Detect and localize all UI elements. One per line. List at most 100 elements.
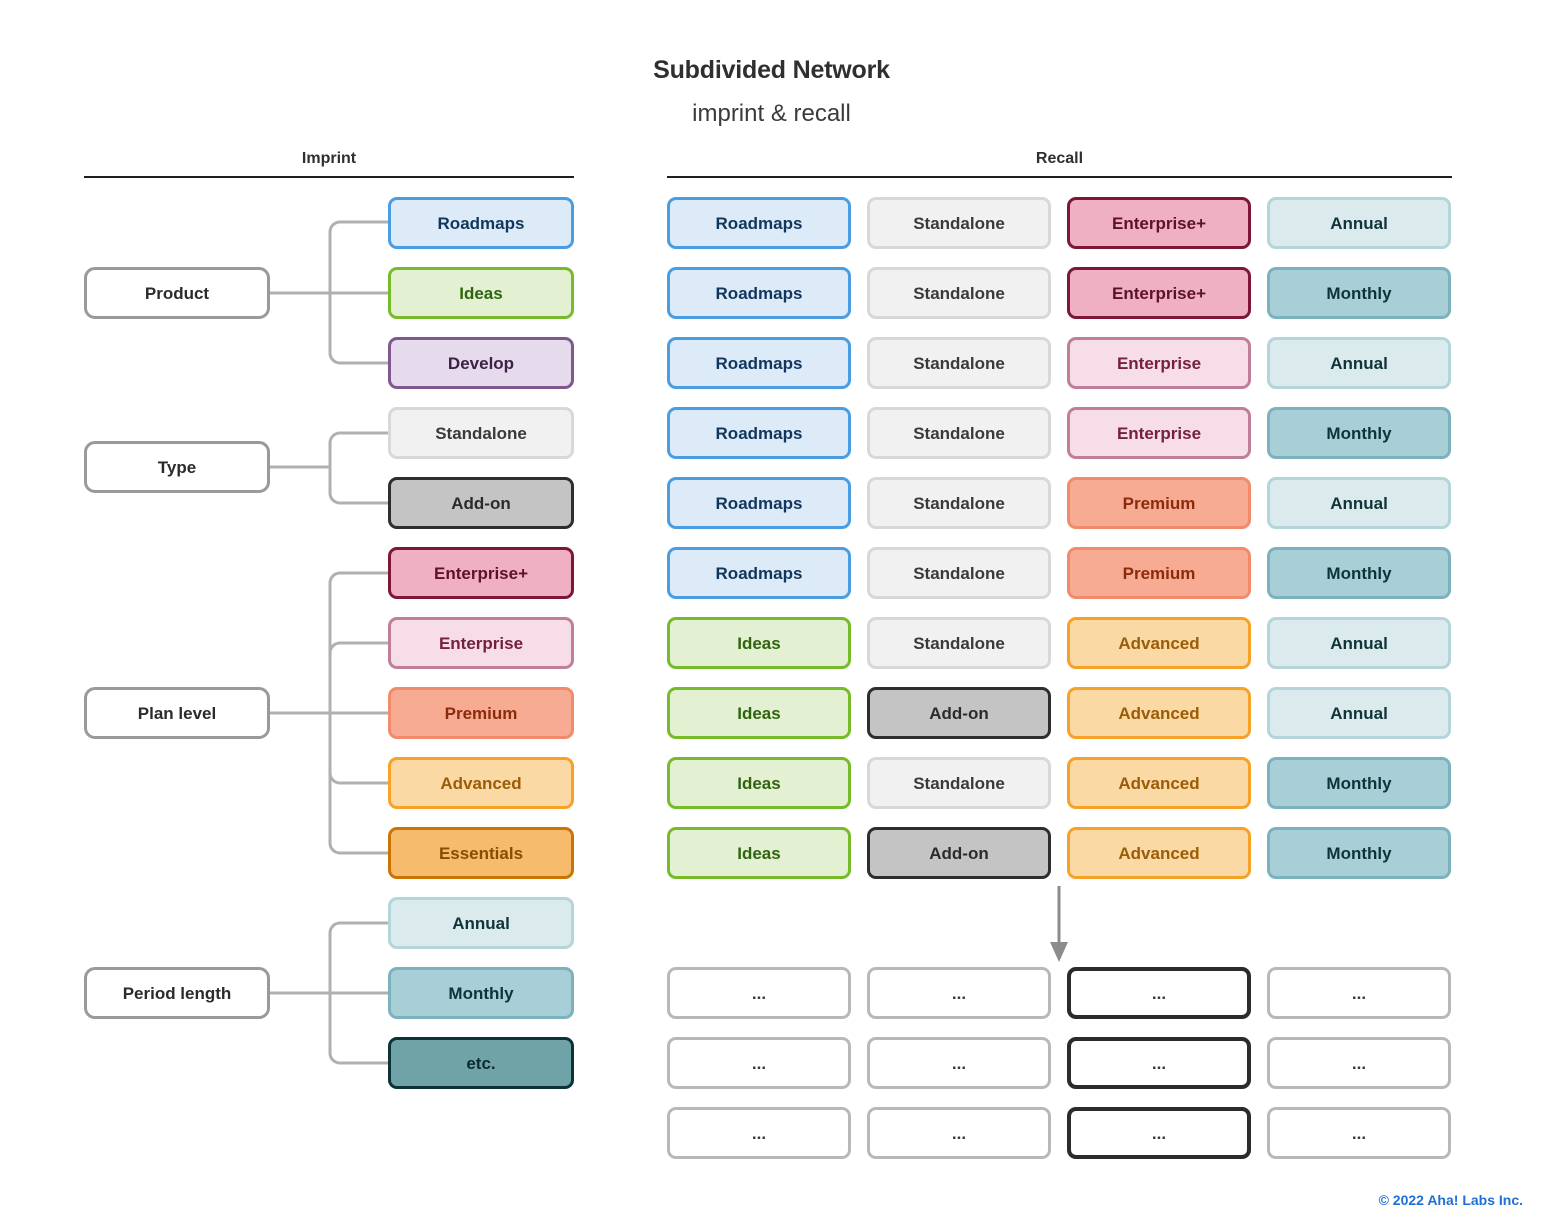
chip-label: Ideas: [459, 283, 503, 303]
placeholder-row-cell[interactable]: ...: [667, 1107, 851, 1159]
chip-label: Premium: [444, 703, 518, 723]
recall-row-cell[interactable]: Enterprise+: [1067, 197, 1251, 249]
recall-row-cell[interactable]: Advanced: [1067, 827, 1251, 879]
imprint-chip-add-on[interactable]: Add-on: [388, 477, 574, 529]
placeholder-row-cell[interactable]: ...: [1267, 1037, 1451, 1089]
placeholder-row-cell[interactable]: ...: [1067, 1037, 1251, 1089]
cell-label: ...: [1351, 983, 1367, 1003]
imprint-group-product[interactable]: Product: [84, 267, 270, 319]
cell-label: ...: [751, 1123, 767, 1143]
recall-row-cell[interactable]: Roadmaps: [667, 197, 851, 249]
chip-label: Monthly: [448, 983, 514, 1003]
imprint-chip-advanced[interactable]: Advanced: [388, 757, 574, 809]
chip-label: etc.: [466, 1053, 496, 1073]
imprint-chip-enterprise[interactable]: Enterprise: [388, 617, 574, 669]
imprint-chip-roadmaps[interactable]: Roadmaps: [388, 197, 574, 249]
cell-label: Enterprise+: [1111, 283, 1206, 303]
cell-label: Roadmaps: [715, 213, 803, 233]
recall-row-cell[interactable]: Advanced: [1067, 617, 1251, 669]
placeholder-row-cell[interactable]: ...: [667, 1037, 851, 1089]
cell-label: Enterprise+: [1111, 213, 1206, 233]
chip-label: Annual: [452, 913, 510, 933]
cell-label: Premium: [1122, 493, 1196, 513]
chip-label: Develop: [447, 353, 515, 373]
recall-row-cell[interactable]: Annual: [1267, 337, 1451, 389]
recall-row-cell[interactable]: Ideas: [667, 827, 851, 879]
recall-row-cell[interactable]: Advanced: [1067, 687, 1251, 739]
recall-row-cell[interactable]: Standalone: [867, 407, 1051, 459]
placeholder-row-cell[interactable]: ...: [867, 1037, 1051, 1089]
recall-row-cell[interactable]: Standalone: [867, 547, 1051, 599]
recall-row-cell[interactable]: Roadmaps: [667, 547, 851, 599]
imprint-chip-monthly[interactable]: Monthly: [388, 967, 574, 1019]
recall-row-cell[interactable]: Monthly: [1267, 757, 1451, 809]
recall-row-cell[interactable]: Annual: [1267, 477, 1451, 529]
chip-label: Enterprise+: [433, 563, 528, 583]
recall-row-cell[interactable]: Enterprise: [1067, 337, 1251, 389]
recall-row-cell[interactable]: Standalone: [867, 757, 1051, 809]
cell-label: Standalone: [913, 773, 1005, 793]
cell-label: Enterprise: [1116, 423, 1202, 443]
imprint-chip-enterprise-plus[interactable]: Enterprise+: [388, 547, 574, 599]
cell-label: Standalone: [913, 353, 1005, 373]
recall-row-cell[interactable]: Annual: [1267, 687, 1451, 739]
recall-row-cell[interactable]: Premium: [1067, 547, 1251, 599]
recall-row-cell[interactable]: Premium: [1067, 477, 1251, 529]
cell-label: Monthly: [1326, 283, 1392, 303]
imprint-chip-ideas[interactable]: Ideas: [388, 267, 574, 319]
placeholder-row-cell[interactable]: ...: [1267, 1107, 1451, 1159]
recall-row-cell[interactable]: Standalone: [867, 267, 1051, 319]
placeholder-row-cell[interactable]: ...: [1067, 967, 1251, 1019]
recall-row-cell[interactable]: Standalone: [867, 477, 1051, 529]
placeholder-row-cell[interactable]: ...: [1267, 967, 1451, 1019]
placeholder-row-cell[interactable]: ...: [667, 967, 851, 1019]
imprint-chip-standalone[interactable]: Standalone: [388, 407, 574, 459]
cell-label: Annual: [1330, 213, 1388, 233]
recall-row-cell[interactable]: Standalone: [867, 197, 1051, 249]
chip-label: Standalone: [435, 423, 527, 443]
recall-row-cell[interactable]: Ideas: [667, 757, 851, 809]
recall-row-cell[interactable]: Roadmaps: [667, 477, 851, 529]
recall-row-cell[interactable]: Monthly: [1267, 827, 1451, 879]
imprint-chip-essentials[interactable]: Essentials: [388, 827, 574, 879]
chip-label: Advanced: [440, 773, 522, 793]
recall-row-cell[interactable]: Annual: [1267, 197, 1451, 249]
cell-label: Annual: [1330, 493, 1388, 513]
imprint-group-plan-level[interactable]: Plan level: [84, 687, 270, 739]
placeholder-row-cell[interactable]: ...: [867, 1107, 1051, 1159]
imprint-chip-annual[interactable]: Annual: [388, 897, 574, 949]
imprint-group-period-length[interactable]: Period length: [84, 967, 270, 1019]
placeholder-row-cell[interactable]: ...: [1067, 1107, 1251, 1159]
recall-row-cell[interactable]: Monthly: [1267, 407, 1451, 459]
cell-label: Premium: [1122, 563, 1196, 583]
placeholder-row-cell[interactable]: ...: [867, 967, 1051, 1019]
imprint-column-header: Imprint: [301, 150, 357, 167]
recall-row-cell[interactable]: Roadmaps: [667, 407, 851, 459]
imprint-group-type[interactable]: Type: [84, 441, 270, 493]
recall-row-cell[interactable]: Advanced: [1067, 757, 1251, 809]
cell-label: Roadmaps: [715, 353, 803, 373]
recall-row-cell[interactable]: Monthly: [1267, 547, 1451, 599]
cell-label: Ideas: [737, 773, 781, 793]
cell-label: Annual: [1330, 633, 1388, 653]
imprint-chip-etc[interactable]: etc.: [388, 1037, 574, 1089]
recall-row-cell[interactable]: Add-on: [867, 687, 1051, 739]
recall-column-header: Recall: [1035, 150, 1084, 167]
cell-label: Ideas: [737, 843, 781, 863]
recall-row-cell[interactable]: Roadmaps: [667, 267, 851, 319]
recall-row-cell[interactable]: Ideas: [667, 617, 851, 669]
recall-row-cell[interactable]: Monthly: [1267, 267, 1451, 319]
recall-row-cell[interactable]: Add-on: [867, 827, 1051, 879]
recall-row-cell[interactable]: Annual: [1267, 617, 1451, 669]
imprint-chip-develop[interactable]: Develop: [388, 337, 574, 389]
recall-row-cell[interactable]: Roadmaps: [667, 337, 851, 389]
recall-row-cell[interactable]: Enterprise+: [1067, 267, 1251, 319]
imprint-chip-premium[interactable]: Premium: [388, 687, 574, 739]
recall-row-cell[interactable]: Standalone: [867, 337, 1051, 389]
recall-row-cell[interactable]: Ideas: [667, 687, 851, 739]
cell-label: Add-on: [929, 843, 989, 863]
recall-row-cell[interactable]: Standalone: [867, 617, 1051, 669]
imprint-header-rule: [84, 176, 574, 178]
cell-label: ...: [1151, 1053, 1167, 1073]
recall-row-cell[interactable]: Enterprise: [1067, 407, 1251, 459]
